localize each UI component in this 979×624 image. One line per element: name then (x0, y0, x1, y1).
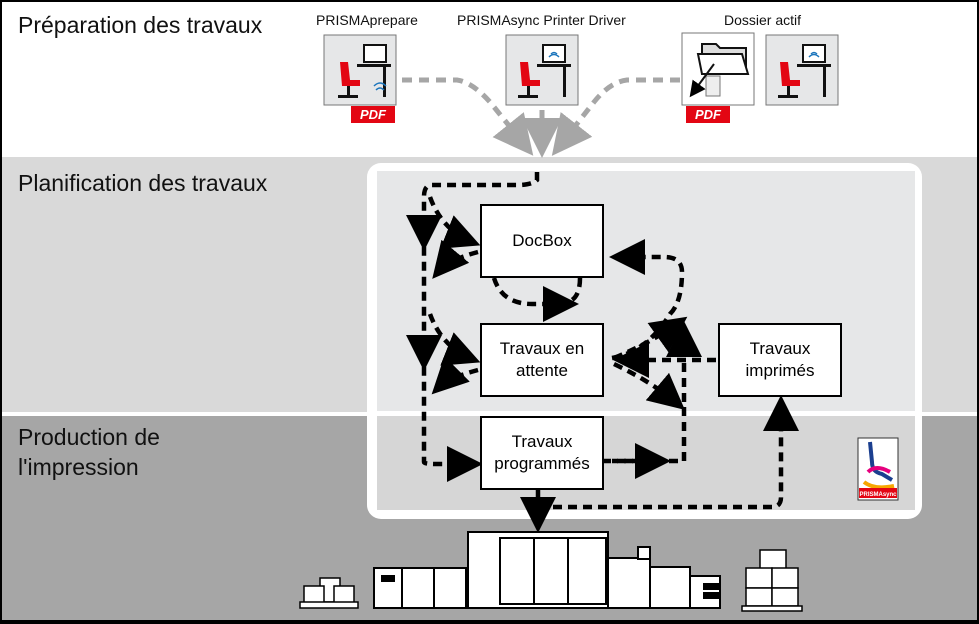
source-label-hot-folder: Dossier actif (724, 12, 802, 28)
section-label-production: Production de l'impression (18, 424, 160, 480)
prismasync-logo (857, 437, 899, 501)
scheduled-jobs-node: Travaux programmés (480, 416, 604, 490)
section-label-planning: Planification des travaux (18, 170, 268, 196)
source-label-printer-driver: PRISMAsync Printer Driver (457, 12, 626, 28)
docbox-node: DocBox (480, 204, 604, 278)
paper-stack-output-icon (741, 549, 803, 612)
flow-arrow-to-docbox (427, 196, 481, 249)
pdf-badge-label: PDF (695, 107, 722, 122)
source-label-prismaprepare: PRISMAprepare (316, 12, 418, 28)
flow-arrow-to-waiting (427, 313, 481, 366)
flow-arrow-docbox-loop-end (567, 277, 583, 305)
flow-arrow-docbox-back (432, 239, 479, 279)
prismaprepare-icon (323, 34, 397, 106)
pdf-badge-prismaprepare (351, 106, 395, 123)
printing-press-icon (373, 531, 721, 609)
flow-arrow-to-scheduled (421, 172, 540, 482)
workstation-icon (765, 34, 839, 106)
printed-jobs-node: Travaux imprimés (718, 323, 842, 397)
flow-arrow-waiting-back (431, 356, 479, 395)
gray-arrow-hot-folder (551, 77, 680, 156)
printer-driver-icon (505, 34, 579, 106)
flow-arrow-right-to-scheduled (612, 407, 687, 464)
gray-arrow-prismaprepare (402, 77, 534, 156)
section-label-preparation: Préparation des travaux (18, 12, 263, 38)
waiting-jobs-node: Travaux en attente (480, 323, 604, 397)
pdf-badge-label: PDF (360, 107, 387, 122)
pdf-badge-hot-folder (686, 106, 730, 123)
flow-arrow-docbox-loop (491, 277, 579, 322)
prismasync-logo-label: PRISMAsync (859, 492, 897, 498)
hot-folder-icon (681, 32, 755, 106)
paper-stack-input-icon (299, 577, 359, 609)
flow-arrow-printer-to-printed (538, 395, 799, 510)
